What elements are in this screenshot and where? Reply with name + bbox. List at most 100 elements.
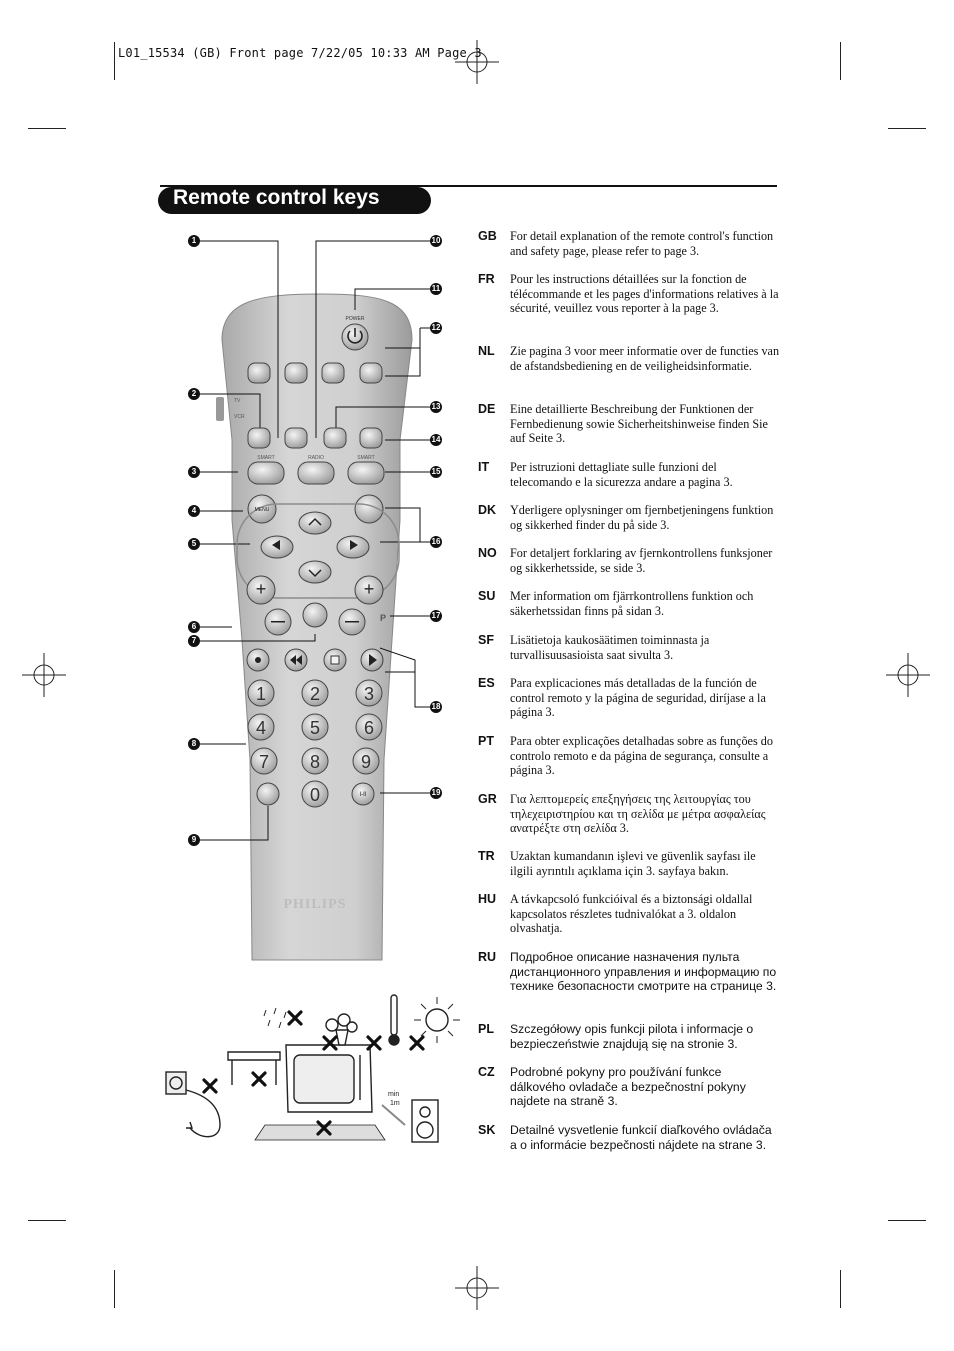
smart-sound-button[interactable] (247, 461, 285, 485)
callout-17: 17 (430, 610, 442, 622)
svg-text:0: 0 (310, 785, 320, 805)
thermometer-icon (390, 994, 398, 1036)
pip-button[interactable] (359, 427, 383, 449)
callout-18: 18 (430, 701, 442, 713)
svg-text:6: 6 (364, 718, 374, 738)
print-slug: L01_15534 (GB) Front page 7/22/05 10:33 … (118, 46, 482, 60)
callout-6: 6 (188, 621, 200, 633)
screen-format-button[interactable] (284, 427, 308, 449)
digit-5-button[interactable] (301, 713, 329, 741)
crop-mark (114, 1270, 115, 1308)
svg-text:7: 7 (259, 752, 269, 772)
svg-text:VCR: VCR (234, 414, 245, 420)
digit-0-button[interactable] (301, 780, 329, 808)
digit-keypad: 1 2 3 4 5 6 7 8 9 0 (247, 679, 383, 808)
crop-mark (888, 128, 926, 129)
svg-text:+: + (256, 579, 267, 599)
brand-logo: PHILIPS (283, 897, 346, 912)
wall-socket-icon (165, 1071, 187, 1095)
callout-4: 4 (188, 505, 200, 517)
navigation-ring (236, 503, 400, 599)
svg-text:P: P (380, 613, 386, 623)
standby-button[interactable] (284, 362, 308, 384)
callout-16: 16 (430, 536, 442, 548)
digit-3-button[interactable] (355, 679, 383, 707)
crop-mark (114, 42, 115, 80)
svg-text:9: 9 (361, 752, 371, 772)
svg-text:SMART: SMART (257, 455, 274, 461)
safety-illustration: min 1m (165, 994, 460, 1143)
prohibited-x-marks (202, 1010, 425, 1136)
digit-6-button[interactable] (355, 713, 383, 741)
cursor-down-button[interactable] (298, 560, 332, 584)
digit-8-button[interactable] (301, 747, 329, 775)
crop-mark (840, 42, 841, 80)
callout-19: 19 (430, 787, 442, 799)
callout-3: 3 (188, 466, 200, 478)
cursor-up-button[interactable] (298, 511, 332, 535)
svg-text:3: 3 (364, 684, 374, 704)
callout-11: 11 (430, 283, 442, 295)
crop-mark (840, 1270, 841, 1308)
crop-mark (28, 128, 66, 129)
digit-1-button[interactable] (247, 679, 275, 707)
svg-text:+: + (364, 579, 375, 599)
callout-10: 10 (430, 235, 442, 247)
page-title: Remote control keys (173, 186, 380, 209)
digit-2-button[interactable] (301, 679, 329, 707)
remote-illustration: POWER + + (200, 240, 430, 961)
menu-button[interactable] (247, 494, 277, 524)
callout-9: 9 (188, 834, 200, 846)
power-button[interactable] (341, 323, 369, 351)
digit-7-button[interactable] (250, 747, 278, 775)
callout-8: 8 (188, 738, 200, 750)
svg-text:SMART: SMART (357, 455, 374, 461)
svg-text:8: 8 (310, 752, 320, 772)
volume-up-button[interactable] (246, 575, 276, 605)
svg-text:RADIO: RADIO (308, 455, 324, 461)
svg-text:MENU: MENU (255, 507, 270, 513)
callout-14: 14 (430, 434, 442, 446)
svg-text:1: 1 (256, 684, 266, 704)
callout-5: 5 (188, 538, 200, 550)
distance-value: 1m (390, 1100, 400, 1107)
mute-button[interactable] (302, 602, 328, 628)
rain-icon (263, 1007, 287, 1029)
callout-15: 15 (430, 466, 442, 478)
callout-2: 2 (188, 388, 200, 400)
sound-mode-button[interactable] (247, 427, 271, 449)
mute-picture-button[interactable] (247, 362, 271, 384)
registration-mark-bottom (455, 1266, 499, 1310)
svg-text:5: 5 (310, 718, 320, 738)
dual-sound-button[interactable] (351, 782, 375, 806)
digit-9-button[interactable] (352, 747, 380, 775)
callout-13: 13 (430, 401, 442, 413)
teletext-button[interactable] (321, 362, 345, 384)
power-label: POWER (346, 316, 365, 322)
title-rule (160, 185, 777, 187)
callout-1: 1 (188, 235, 200, 247)
smart-picture-button[interactable] (347, 461, 385, 485)
tv-vcr-switch (216, 397, 224, 421)
vase-icon (335, 1029, 349, 1046)
sun-icon (425, 1008, 449, 1032)
sleep-timer-button[interactable] (323, 427, 347, 449)
help-button[interactable] (359, 362, 383, 384)
registration-mark-left (22, 653, 66, 697)
svg-text:I-II: I-II (360, 792, 367, 798)
min-distance-label: min (388, 1091, 399, 1098)
registration-mark-top (455, 40, 499, 84)
registration-mark-right (886, 653, 930, 697)
av-button[interactable] (256, 782, 280, 806)
teletext-on-off-button[interactable] (354, 494, 384, 524)
svg-text:TV: TV (234, 398, 241, 404)
program-up-button[interactable] (354, 575, 384, 605)
callout-12: 12 (430, 322, 442, 334)
svg-text:2: 2 (310, 684, 320, 704)
table-icon (227, 1051, 281, 1061)
svg-text:4: 4 (256, 718, 266, 738)
digit-4-button[interactable] (247, 713, 275, 741)
crop-mark (888, 1220, 926, 1221)
radio-button[interactable] (297, 461, 335, 485)
callout-7: 7 (188, 635, 200, 647)
